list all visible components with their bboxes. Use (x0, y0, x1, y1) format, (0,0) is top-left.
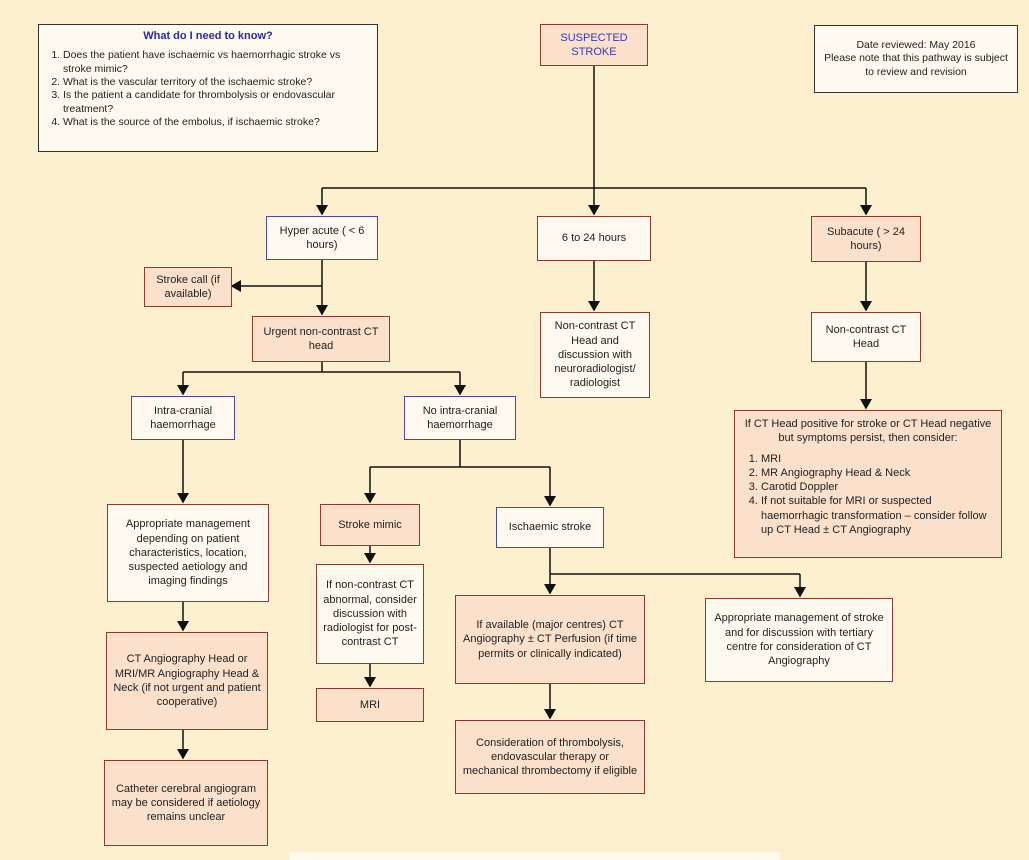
node-appropriate-management: Appropriate management depending on pati… (107, 504, 269, 602)
node-management-tertiary: Appropriate management of stroke and for… (705, 598, 893, 682)
bottom-strip (290, 852, 780, 860)
node-6-to-24-hours: 6 to 24 hours (537, 216, 651, 261)
node-if-available-ct-angiography: If available (major centres) CT Angiogra… (455, 595, 645, 684)
node-mri: MRI (316, 688, 424, 722)
info-item: Is the patient a candidate for thromboly… (63, 89, 371, 116)
node-noncontrast-ct-head: Non-contrast CT Head (811, 312, 921, 362)
node-suspected-stroke: SUSPECTED STROKE (540, 24, 648, 66)
node-stroke-mimic: Stroke mimic (320, 504, 420, 546)
info-box: What do I need to know? Does the patient… (38, 24, 378, 152)
review-date: Date reviewed: May 2016 (856, 38, 976, 51)
consider-item: MR Angiography Head & Neck (761, 466, 993, 480)
node-subacute-consider: If CT Head positive for stroke or CT Hea… (734, 410, 1002, 558)
node-urgent-ct: Urgent non-contrast CT head (252, 316, 390, 362)
consider-list: MRI MR Angiography Head & Neck Carotid D… (743, 452, 993, 538)
node-ct-discussion: Non-contrast CT Head and discussion with… (540, 312, 650, 398)
node-ischaemic-stroke: Ischaemic stroke (496, 507, 604, 548)
info-item: What is the source of the embolus, if is… (63, 116, 371, 129)
consider-intro: If CT Head positive for stroke or CT Hea… (744, 418, 992, 445)
node-subacute: Subacute ( > 24 hours) (811, 216, 921, 262)
node-catheter-angiogram: Catheter cerebral angiogram may be consi… (104, 760, 268, 846)
consider-item: If not suitable for MRI or suspected hae… (761, 494, 993, 537)
info-item: What is the vascular territory of the is… (63, 76, 371, 89)
review-box: Date reviewed: May 2016 Please note that… (814, 25, 1018, 93)
node-hyper-acute: Hyper acute ( < 6 hours) (266, 216, 378, 260)
node-intracranial-haemorrhage: Intra-cranial haemorrhage (131, 396, 235, 440)
node-no-intracranial-haemorrhage: No intra-cranial haemorrhage (404, 396, 516, 440)
info-item: Does the patient have ischaemic vs haemo… (63, 49, 371, 76)
node-stroke-call: Stroke call (if available) (144, 267, 232, 307)
review-note: Please note that this pathway is subject… (824, 52, 1008, 78)
node-if-noncontrast-abnormal: If non-contrast CT abnormal, consider di… (316, 564, 424, 664)
info-list: Does the patient have ischaemic vs haemo… (45, 49, 371, 130)
info-title: What do I need to know? (143, 30, 273, 42)
consider-item: MRI (761, 452, 993, 466)
node-ct-angiography-head: CT Angiography Head or MRI/MR Angiograph… (106, 632, 268, 730)
consider-item: Carotid Doppler (761, 480, 993, 494)
node-thrombolysis: Consideration of thrombolysis, endovascu… (455, 720, 645, 794)
